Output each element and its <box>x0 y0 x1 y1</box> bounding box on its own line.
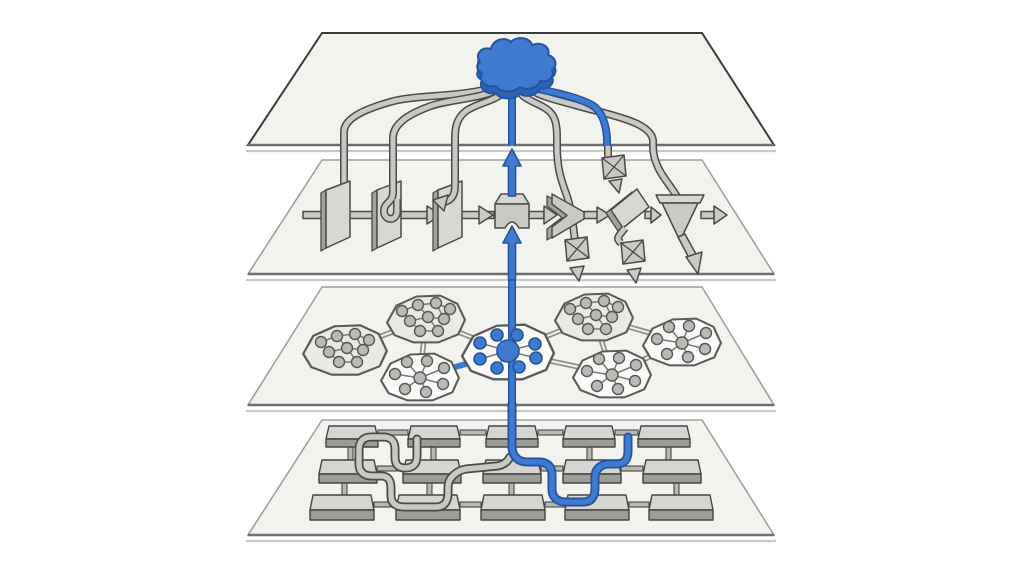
crossed-box <box>564 236 590 262</box>
cloud-hub <box>476 37 557 100</box>
funnel-down-arrowhead <box>685 251 703 275</box>
funnel-stage <box>655 194 705 242</box>
pipeline-layer <box>302 145 728 284</box>
chip <box>309 494 375 521</box>
cluster-network-layer <box>302 278 722 406</box>
cluster-nodes <box>314 294 713 399</box>
crossed-box <box>601 154 627 180</box>
blue-route-wire <box>507 399 633 507</box>
gray-cables <box>340 82 657 146</box>
crossed-box <box>620 239 646 265</box>
chip-grid-layer <box>309 399 714 521</box>
hub-node <box>496 339 520 363</box>
signal-arrow-above-gate <box>502 148 522 197</box>
chip <box>642 459 702 484</box>
cloud-icon <box>476 37 557 93</box>
chip <box>648 494 714 521</box>
chip <box>480 494 546 521</box>
chip-row-front <box>309 494 714 521</box>
chip <box>562 425 616 448</box>
gray-route-wire <box>354 432 515 512</box>
highlighted-cluster <box>473 328 543 375</box>
signal-arrow-below-gate <box>502 225 522 281</box>
chip <box>637 425 691 448</box>
cloud-hub-layer <box>340 37 657 146</box>
